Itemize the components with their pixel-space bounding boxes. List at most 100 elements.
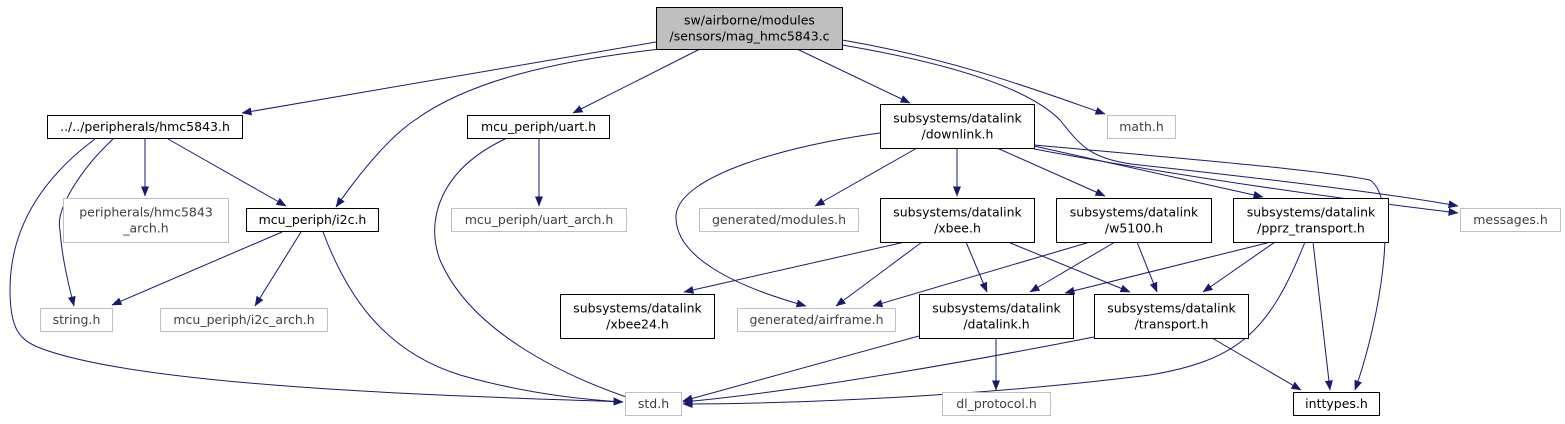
node-label: subsystems/datalink [1107, 301, 1236, 316]
edge-xbee-to-transport [1007, 241, 1131, 293]
node-box [699, 208, 859, 232]
edge-hmc-to-i2c [167, 138, 287, 207]
node-datalink[interactable]: subsystems/datalink/datalink.h [919, 294, 1074, 339]
node-hmc[interactable]: ../../peripherals/hmc5843.h [47, 115, 243, 139]
node-xbee[interactable]: subsystems/datalink/xbee.h [880, 198, 1035, 243]
edge-datalink-to-std [682, 335, 920, 403]
node-box [63, 198, 229, 243]
node-label: /pprz_transport.h [1257, 221, 1365, 236]
edge-hmc-to-std [9, 138, 624, 406]
node-label: mcu_periph/uart.h [481, 119, 596, 134]
node-string: string.h [40, 308, 113, 332]
node-inttypes[interactable]: inttypes.h [1293, 392, 1380, 416]
node-box [625, 392, 682, 416]
node-label: peripherals/hmc5843 [79, 205, 213, 220]
edge-mag-to-i2c [335, 48, 662, 208]
edge-pprz-to-std [682, 241, 1306, 408]
edge-downlink-to-messages [1033, 148, 1459, 216]
edge-uart-to-std [434, 138, 636, 401]
node-label: dl_protocol.h [956, 396, 1037, 411]
node-label: generated/airframe.h [749, 312, 883, 327]
edge-mag-to-messages [841, 44, 1459, 209]
node-box [942, 392, 1051, 416]
edge-i2c-to-std [322, 231, 624, 406]
node-box [919, 294, 1074, 339]
node-label: /w5100.h [1105, 221, 1163, 236]
node-box [1233, 198, 1389, 243]
node-box [467, 115, 610, 139]
edge-downlink-to-inttypes [1033, 144, 1386, 391]
edge-mag-to-hmc [241, 41, 657, 116]
node-w5100[interactable]: subsystems/datalink/w5100.h [1056, 198, 1212, 243]
edge-xbee-to-xbee24 [683, 241, 906, 294]
node-box [47, 115, 243, 139]
node-hmcarch: peripherals/hmc5843_arch.h [63, 198, 229, 243]
edge-pprz-to-datalink [1064, 241, 1272, 295]
node-label: _arch.h [122, 221, 168, 236]
node-label: /xbee24.h [606, 317, 669, 332]
edge-transport-to-std [682, 336, 1095, 406]
edge-w5100-to-datalink [1029, 241, 1116, 293]
edge-w5100-to-transport [1136, 241, 1158, 293]
node-label: string.h [53, 312, 101, 327]
node-label: /xbee.h [934, 221, 981, 236]
edge-downlink-to-pprz [1033, 145, 1264, 199]
node-i2c[interactable]: mcu_periph/i2c.h [246, 208, 379, 232]
node-transport[interactable]: subsystems/datalink/transport.h [1094, 294, 1249, 339]
node-label: generated/modules.h [712, 212, 846, 227]
node-mag[interactable]: sw/airborne/modules/sensors/mag_hmc5843.… [656, 7, 843, 50]
nodes-layer: sw/airborne/modules/sensors/mag_hmc5843.… [40, 7, 1561, 416]
node-box [451, 208, 627, 232]
node-box [560, 294, 715, 339]
node-messages: messages.h [1460, 208, 1561, 232]
node-label: subsystems/datalink [1070, 205, 1199, 220]
node-box [246, 208, 379, 232]
edge-i2c-to-i2carch [254, 231, 302, 307]
node-label: inttypes.h [1305, 396, 1368, 411]
node-genmod: generated/modules.h [699, 208, 859, 232]
edge-downlink-to-genair [675, 132, 881, 308]
node-label: subsystems/datalink [1247, 205, 1376, 220]
node-box [656, 7, 843, 50]
node-xbee24[interactable]: subsystems/datalink/xbee24.h [560, 294, 715, 339]
node-label: mcu_periph/i2c_arch.h [173, 312, 314, 327]
edge-w5100-to-genair [872, 241, 1091, 308]
edge-mag-to-math [841, 39, 1106, 115]
edge-mag-to-downlink [796, 48, 911, 104]
edge-pprz-to-transport [1202, 241, 1276, 293]
node-label: subsystems/datalink [932, 301, 1061, 316]
node-box [160, 308, 328, 332]
node-uartarch: mcu_periph/uart_arch.h [451, 208, 627, 232]
node-label: math.h [1119, 119, 1164, 134]
node-dlproto: dl_protocol.h [942, 392, 1051, 416]
edge-downlink-to-genmod [814, 147, 918, 207]
node-box [1293, 392, 1380, 416]
node-pprz[interactable]: subsystems/datalink/pprz_transport.h [1233, 198, 1389, 243]
node-downlink[interactable]: subsystems/datalink/downlink.h [880, 104, 1035, 149]
node-label: /datalink.h [963, 317, 1029, 332]
node-box [1460, 208, 1561, 232]
edge-xbee-to-genair [835, 241, 923, 307]
node-label: std.h [638, 396, 669, 411]
node-std: std.h [625, 392, 682, 416]
edge-hmc-to-string [58, 138, 114, 307]
node-label: mcu_periph/i2c.h [259, 212, 367, 227]
node-box [880, 198, 1035, 243]
edge-i2c-to-string [111, 231, 283, 306]
edge-xbee-to-datalink [965, 241, 988, 293]
node-math: math.h [1107, 115, 1176, 139]
node-label: /downlink.h [922, 127, 994, 142]
node-label: /transport.h [1135, 317, 1209, 332]
node-box [1056, 198, 1212, 243]
node-uart[interactable]: mcu_periph/uart.h [467, 115, 610, 139]
node-box [1107, 115, 1176, 139]
edge-pprz-to-inttypes [1312, 241, 1333, 391]
node-label: /sensors/mag_hmc5843.c [669, 29, 829, 44]
edge-downlink-to-w5100 [996, 147, 1106, 197]
node-label: subsystems/datalink [893, 205, 1022, 220]
node-label: sw/airborne/modules [684, 13, 815, 28]
edge-mag-to-uart [572, 48, 701, 114]
node-box [737, 308, 896, 332]
node-box [40, 308, 113, 332]
